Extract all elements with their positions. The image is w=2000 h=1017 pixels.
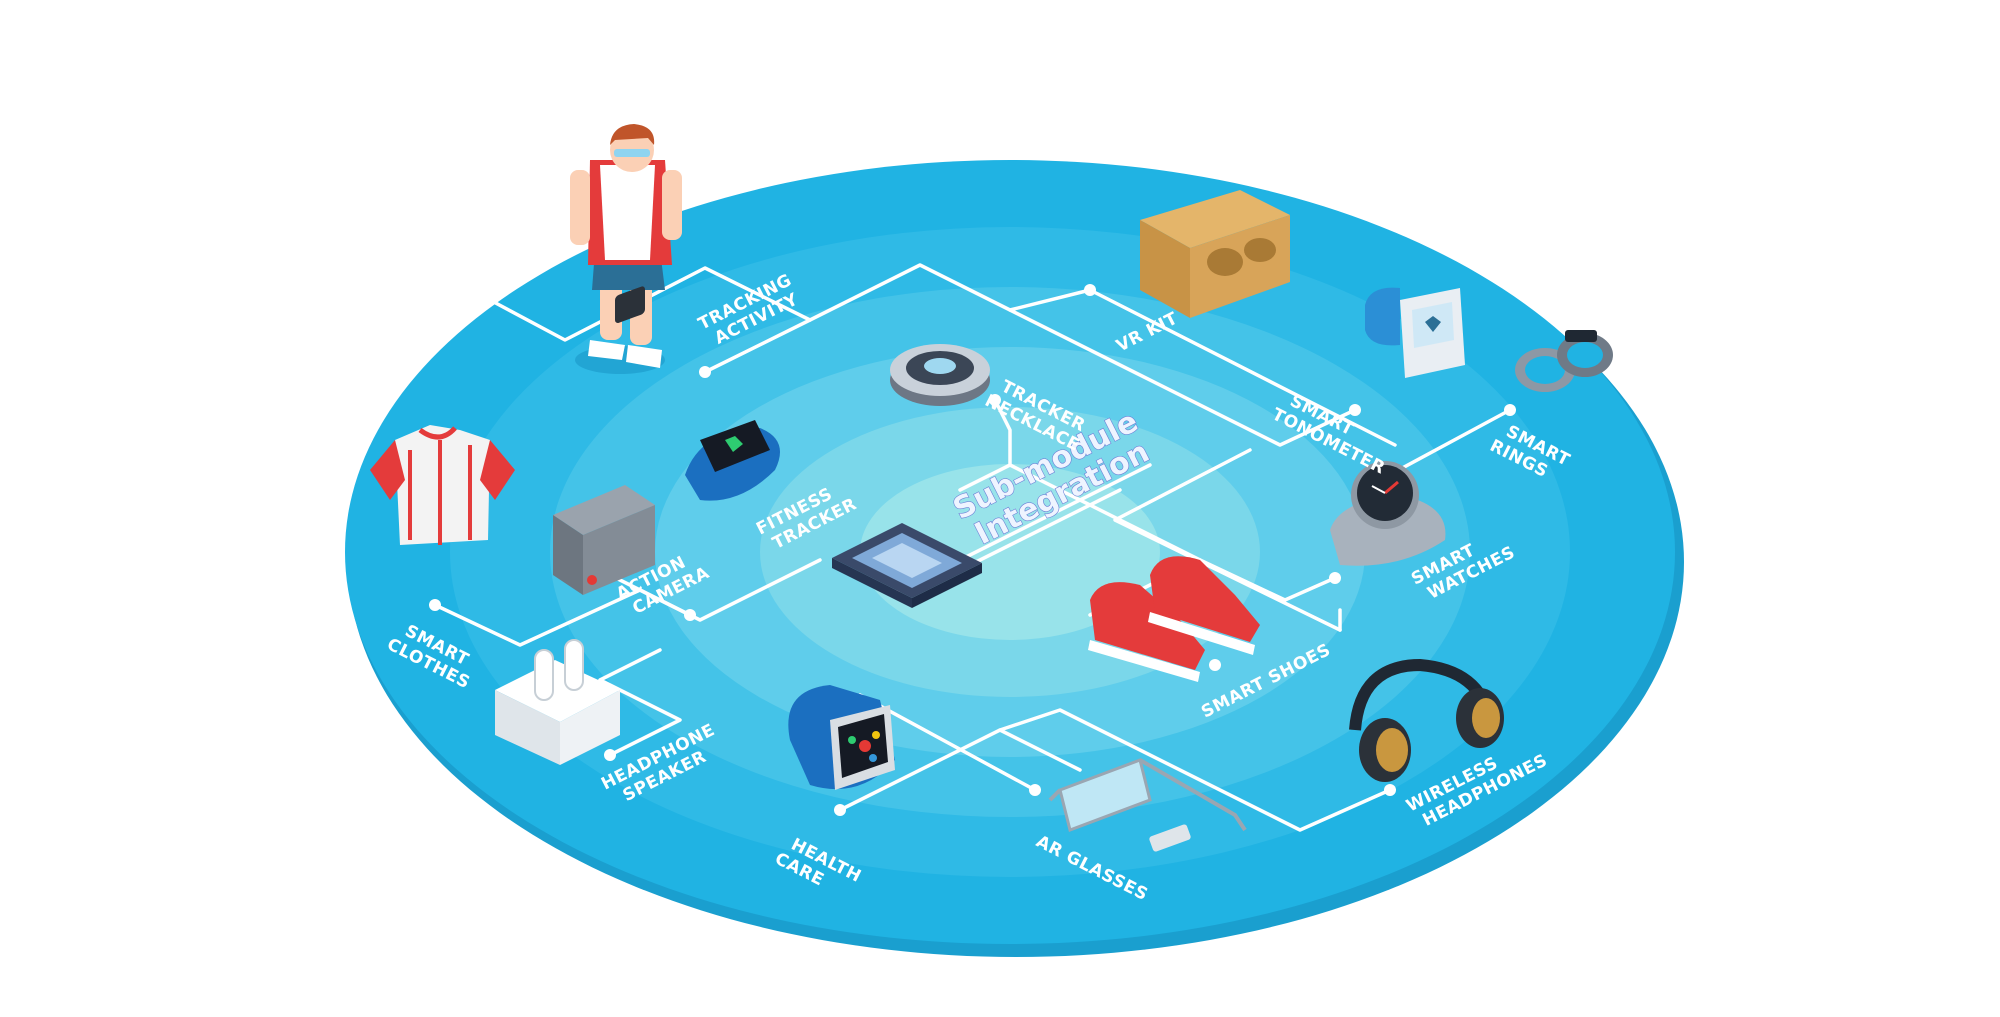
fitness-band-icon — [685, 420, 780, 501]
runner-icon — [570, 124, 682, 374]
sneakers-icon — [1088, 556, 1260, 682]
smart-rings-icon — [1515, 330, 1613, 392]
chip-icon — [832, 523, 982, 608]
headphones-icon — [1349, 658, 1504, 782]
tracker-necklace-icon — [890, 344, 990, 406]
smart-watch-icon — [1330, 461, 1446, 566]
earbuds-case-icon — [495, 639, 620, 765]
vr-headset-icon — [1140, 190, 1290, 318]
tonometer-icon — [1365, 287, 1465, 378]
health-watch-icon — [788, 685, 895, 790]
ar-glasses-icon — [1048, 758, 1247, 852]
smart-shirt-icon — [370, 425, 515, 545]
action-camera-icon — [553, 286, 655, 595]
